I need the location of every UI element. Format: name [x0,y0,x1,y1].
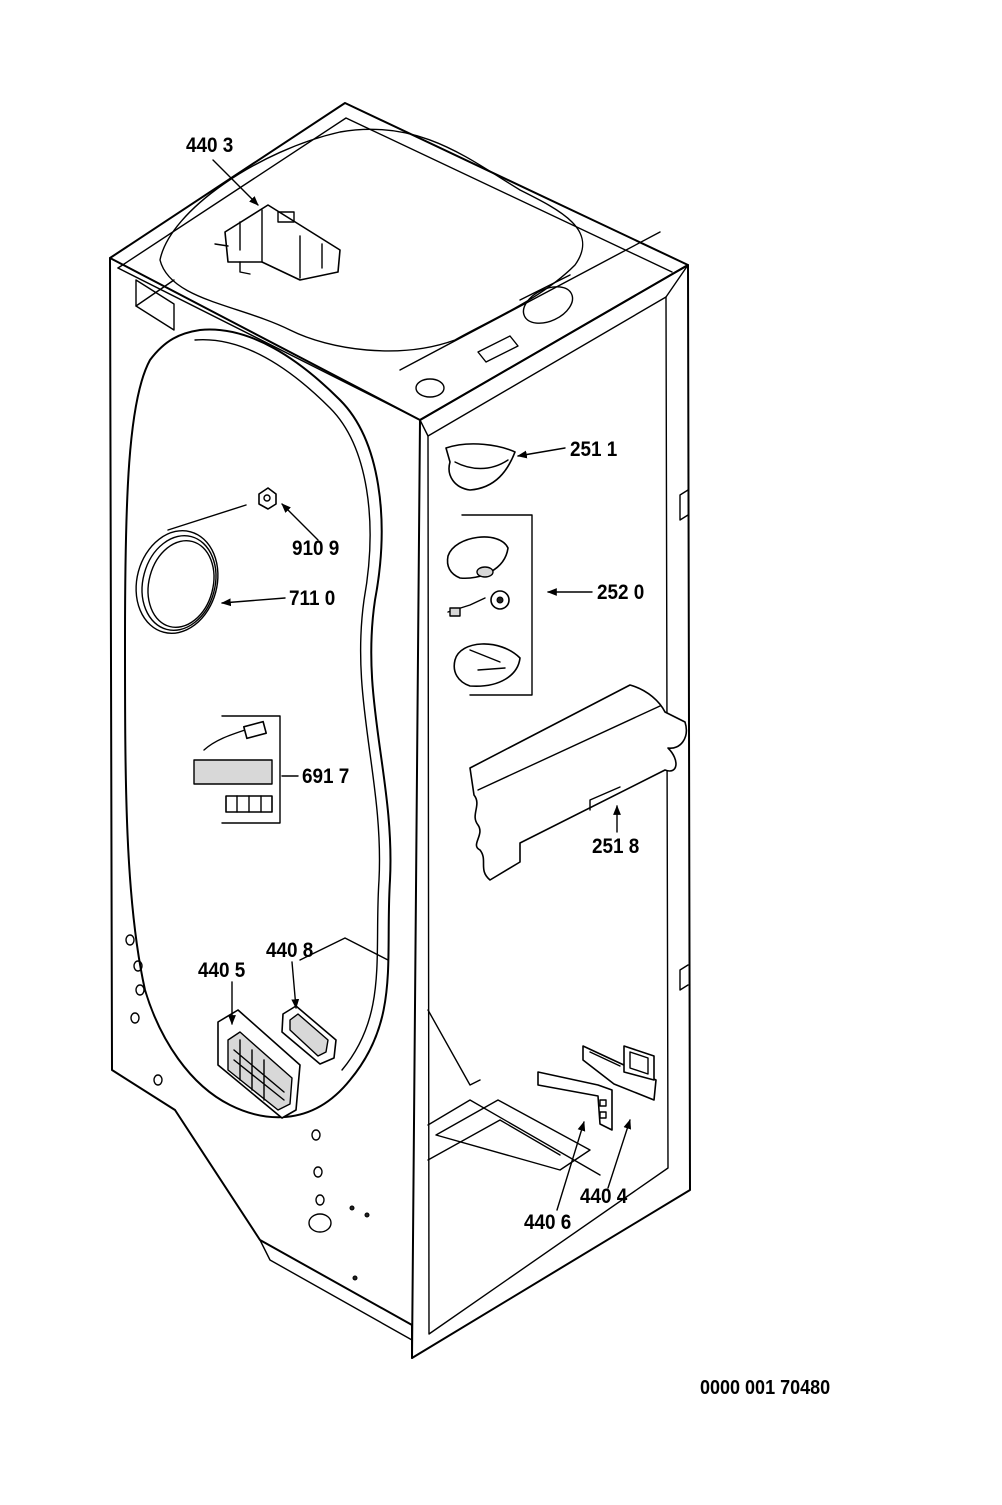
part-2518-bracket [469,684,687,881]
side-mounting-holes [125,934,370,1281]
callout-4404: 440 4 [580,1185,628,1208]
part-7110-coil [135,504,247,634]
callout-2518: 251 8 [592,835,640,858]
side-cutaway-outline [124,328,392,1119]
part-4406-bracket [537,1071,613,1131]
top-cutaway-outline [159,128,584,352]
part-4404-bracket [582,1045,657,1101]
callout-4403: 440 3 [186,134,234,157]
document-id: 0000 001 70480 [700,1377,831,1399]
callout-7110: 711 0 [289,587,336,610]
callout-2511: 251 1 [570,438,618,461]
part-6917-group [193,715,281,824]
leader-lines [212,159,632,1211]
callout-4405: 440 5 [198,959,246,982]
cabinet-body [109,102,691,1359]
part-2520-group [446,514,533,696]
part-4405-board [217,1009,301,1119]
callout-9109: 910 9 [292,537,340,560]
interior-floor [299,937,601,1176]
part-2511-cover [445,443,516,491]
callout-2520: 252 0 [597,581,645,604]
part-9109-nut [258,487,277,510]
callout-4406: 440 6 [524,1211,572,1234]
callout-6917: 691 7 [302,765,350,788]
callout-4408: 440 8 [266,939,314,962]
part-4403-module [214,204,341,281]
